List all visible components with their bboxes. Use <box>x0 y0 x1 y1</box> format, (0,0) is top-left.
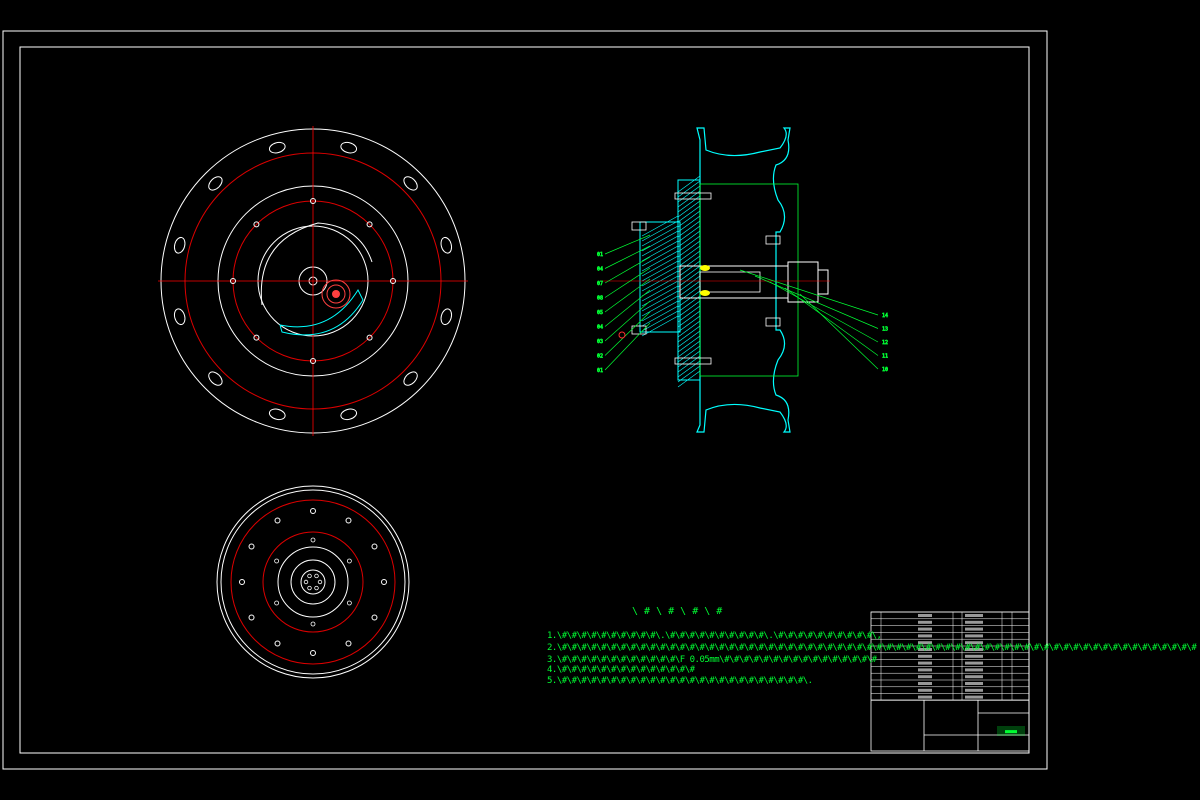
hub-bolt-hole <box>253 334 260 341</box>
gear-detail <box>321 279 351 309</box>
part-callout-right: 13 <box>882 327 888 333</box>
part-callout-left: 03 <box>597 339 603 345</box>
cutaway-segment <box>279 288 364 336</box>
rear-bolt-hole <box>310 650 316 656</box>
part-callout-right: 10 <box>882 367 888 373</box>
rear-inner-hole <box>346 600 352 606</box>
rear-bolt-hole <box>274 640 281 647</box>
tech-requirement-line-5: 5.\#\#\#\#\#\#\#\#\#\#\#\#\#\#\#\#\#\#\#… <box>547 676 813 686</box>
rear-inner-hole <box>346 558 352 564</box>
flange-bolt-hole <box>403 371 418 386</box>
outer-frame <box>2 30 1048 770</box>
flange-end-view <box>158 126 468 436</box>
part-callout-left: 04 <box>597 325 603 331</box>
title-block: ■■■■ <box>870 611 1030 752</box>
rear-inner-hole <box>274 600 280 606</box>
part-callout-left: 05 <box>597 310 603 316</box>
rear-bolt-hole <box>310 508 316 514</box>
drawing-name: ■■■■ <box>1005 729 1017 735</box>
rear-bolt-hole <box>345 517 352 524</box>
part-callout-left: 02 <box>597 354 603 360</box>
tech-requirement-line-3: 3.\#\#\#\#\#\#\#\#\#\#\#\#\F 0.05mm\#\#\… <box>547 655 877 665</box>
rear-inner-hole <box>274 558 280 564</box>
flange-bolt-hole <box>208 176 223 191</box>
hub-bolt-hole <box>390 278 396 284</box>
hub-bolt-hole <box>366 334 373 341</box>
tech-requirement-line-2: 2.\#\#\#\#\#\#\#\#\#\#\#\#\#\#\#\#\#\#\#… <box>547 643 1197 653</box>
flange-bolt-hole <box>268 408 286 421</box>
rear-bolt-hole <box>274 517 281 524</box>
hub-stud-hole <box>314 585 319 591</box>
tech-requirement-line-1: 1.\#\#\#\#\#\#\#\#\#\#\.\#\#\#\#\#\#\#\#… <box>547 631 882 641</box>
tech-requirements-title: \ # \ # \ # \ # <box>632 606 723 617</box>
flange-bolt-hole <box>173 236 186 254</box>
rear-inner-hole <box>310 537 316 543</box>
flange-bolt-hole <box>268 141 286 154</box>
hub-bolt-hole <box>310 198 316 204</box>
rear-bolt-hole <box>345 640 352 647</box>
assembly-section-view: 01 04 07 08 05 04 03 02 01 14 13 12 11 10 <box>597 127 888 433</box>
rear-bolt-hole <box>371 614 378 621</box>
flange-bolt-hole <box>340 141 358 154</box>
part-callout-left: 07 <box>597 281 603 287</box>
hub-bolt-hole <box>230 278 236 284</box>
rear-inner-hole <box>310 621 316 627</box>
hub-bolt-hole <box>253 221 260 228</box>
hub-stud-hole <box>314 573 319 579</box>
hub-stud-hole <box>307 585 312 591</box>
flange-bolt-hole <box>440 236 453 254</box>
rear-end-view <box>216 485 410 679</box>
flange-bolt-hole <box>440 308 453 326</box>
part-callout-right: 11 <box>882 354 888 360</box>
rear-bolt-hole <box>239 579 245 585</box>
rear-bolt-hole <box>371 543 378 550</box>
part-callout-left: 01 <box>597 368 603 374</box>
part-callout-right: 14 <box>882 313 888 319</box>
hub-stud-hole <box>317 579 323 585</box>
part-callout-left: 04 <box>597 267 603 273</box>
flange-bolt-hole <box>173 308 186 326</box>
rear-bolt-hole <box>248 543 255 550</box>
flange-bolt-hole <box>340 408 358 421</box>
tech-requirement-line-4: 4.\#\#\#\#\#\#\#\#\#\#\#\#\#\# <box>547 665 695 675</box>
cutaway-arc <box>260 222 373 306</box>
part-callout-right: 12 <box>882 340 888 346</box>
part-callout-left: 08 <box>597 296 603 302</box>
flange-bolt-hole <box>208 371 223 386</box>
flange-hatch <box>677 175 701 388</box>
hub-stud-hole <box>307 573 312 579</box>
rear-bolt-hole <box>248 614 255 621</box>
part-callout-left: 01 <box>597 252 603 258</box>
hub-bolt-hole <box>366 221 373 228</box>
inner-frame <box>19 46 1030 754</box>
rear-bolt-hole <box>381 579 387 585</box>
hub-stud-hole <box>303 579 309 585</box>
flange-bolt-hole <box>403 176 418 191</box>
hub-bolt-hole <box>310 358 316 364</box>
